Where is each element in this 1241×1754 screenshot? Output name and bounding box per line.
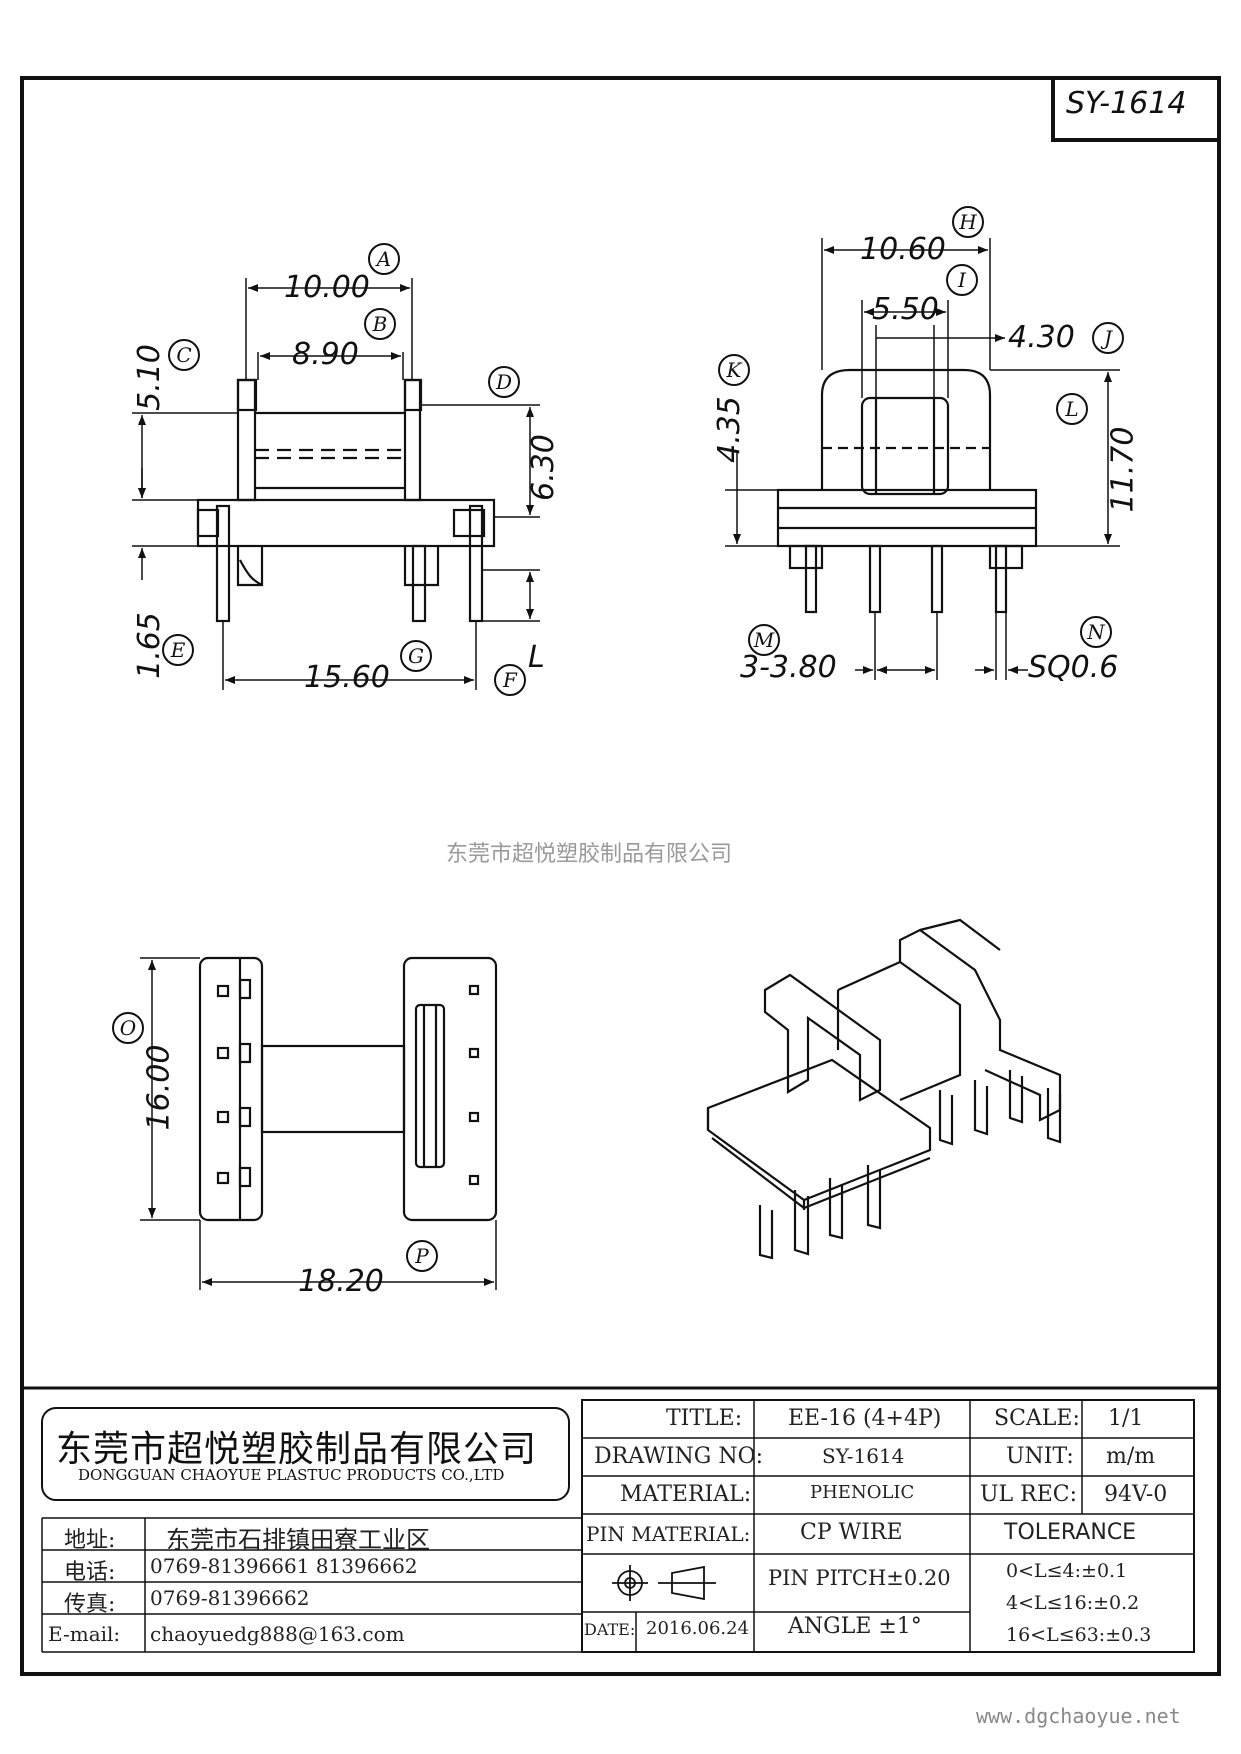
dim-n-value: SQ0.6 — [1028, 650, 1119, 685]
drawing-code: SY-1614 — [1066, 86, 1187, 121]
dim-a-value: 10.00 — [284, 270, 370, 305]
dim-d-tag: D — [488, 366, 520, 398]
scale-label: SCALE: — [994, 1406, 1080, 1431]
pin-material-value: CP WIRE — [800, 1520, 903, 1545]
tolerance-row-1: 0<L≤4:±0.1 — [1006, 1560, 1128, 1582]
material-value: PHENOLIC — [810, 1482, 915, 1503]
title-block-lines — [22, 1386, 1219, 1653]
outer-frame — [20, 76, 1221, 1676]
dim-h-value: 10.60 — [860, 232, 946, 267]
dim-b-tag: B — [364, 308, 396, 340]
side-view — [776, 368, 1038, 614]
company-name-cn: 东莞市超悦塑胶制品有限公司 — [56, 1429, 538, 1470]
dim-b-value: 8.90 — [292, 337, 359, 372]
dim-f-value: L — [528, 640, 545, 675]
dim-m-tag: M — [748, 624, 780, 656]
dim-o-tag: O — [112, 1012, 144, 1044]
phone-label: 电话: — [64, 1560, 116, 1585]
dim-e-tag: E — [162, 634, 194, 666]
tolerance-row-2: 4<L≤16:±0.2 — [1006, 1592, 1140, 1614]
dim-d-value: 6.30 — [525, 434, 561, 501]
dim-m-value: 3-3.80 — [740, 650, 837, 685]
material-label: MATERIAL: — [620, 1482, 752, 1507]
phone-value: 0769-81396661 81396662 — [150, 1554, 418, 1578]
ul-rec-label: UL REC: — [980, 1482, 1078, 1507]
email-label: E-mail: — [48, 1622, 121, 1646]
dim-l-tag: L — [1056, 393, 1088, 425]
dim-c-value: 5.10 — [131, 344, 167, 411]
dim-j-tag: J — [1092, 322, 1124, 354]
pin-material-label: PIN MATERIAL: — [586, 1522, 751, 1546]
tolerance-row-3: 16<L≤63:±0.3 — [1006, 1624, 1152, 1646]
dim-g-tag: G — [400, 640, 432, 672]
dim-a-tag: A — [368, 243, 400, 275]
side-view-dims — [725, 238, 1120, 680]
unit-label: UNIT: — [1006, 1444, 1074, 1469]
company-name-en: DONGGUAN CHAOYUE PLASTUC PRODUCTS CO.,LT… — [78, 1466, 505, 1484]
dim-k-tag: K — [718, 354, 750, 386]
isometric-view — [706, 918, 1062, 1260]
pin-pitch-value: PIN PITCH±0.20 — [768, 1566, 951, 1590]
projection-symbol — [612, 1565, 716, 1601]
title-value: EE-16 (4+4P) — [788, 1406, 942, 1431]
dim-g-value: 15.60 — [304, 660, 390, 695]
fax-label: 传真: — [64, 1592, 116, 1617]
dim-n-tag: N — [1080, 616, 1112, 648]
dim-l-value: 11.70 — [1105, 426, 1141, 513]
tolerance-label: TOLERANCE — [1004, 1520, 1137, 1545]
dim-f-tag: F — [494, 664, 526, 696]
fax-value: 0769-81396662 — [150, 1586, 310, 1610]
dim-h-tag: H — [952, 206, 984, 238]
drawing-no-value: SY-1614 — [822, 1444, 905, 1468]
dim-p-value: 18.20 — [298, 1264, 384, 1299]
scale-value: 1/1 — [1108, 1406, 1144, 1431]
front-view-dims — [132, 278, 540, 690]
top-view-dims — [140, 957, 497, 1290]
front-view — [196, 378, 496, 623]
angle-value: ANGLE ±1° — [788, 1614, 922, 1639]
dim-i-value: 5.50 — [872, 292, 939, 327]
watermark: 东莞市超悦塑胶制品有限公司 — [446, 842, 733, 867]
date-label: DATE: — [584, 1620, 636, 1639]
title-label: TITLE: — [666, 1406, 743, 1431]
date-value: 2016.06.24 — [646, 1618, 750, 1639]
dim-k-value: 4.35 — [711, 396, 747, 463]
dim-o-value: 16.00 — [141, 1044, 177, 1131]
ul-rec-value: 94V-0 — [1104, 1482, 1168, 1507]
dim-c-tag: C — [168, 339, 200, 371]
drawing-no-label: DRAWING NO: — [594, 1444, 764, 1469]
address-label: 地址: — [64, 1528, 116, 1553]
dim-j-value: 4.30 — [1008, 320, 1075, 355]
top-view — [198, 956, 498, 1222]
email-value: chaoyuedg888@163.com — [150, 1622, 405, 1646]
footer-url: www.dgchaoyue.net — [976, 1704, 1181, 1728]
code-box — [1051, 76, 1221, 142]
unit-value: m/m — [1106, 1444, 1156, 1469]
dim-p-tag: P — [406, 1240, 438, 1272]
address-value: 东莞市石排镇田寮工业区 — [166, 1526, 430, 1554]
dim-i-tag: I — [946, 264, 978, 296]
